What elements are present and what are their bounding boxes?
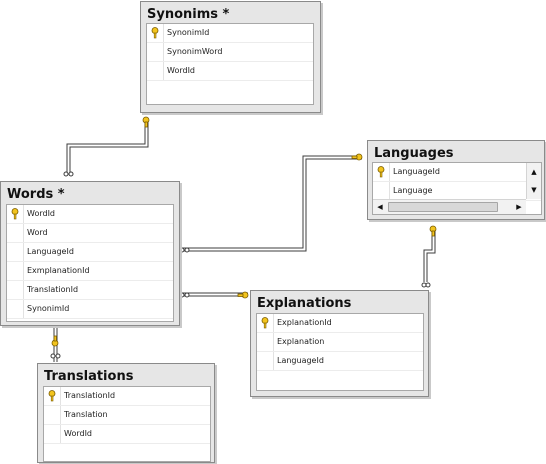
column-name: WordId: [167, 66, 195, 75]
scroll-thumb[interactable]: [388, 202, 498, 212]
column-name: WordId: [27, 209, 55, 218]
horizontal-scrollbar[interactable]: ◀ ▶: [373, 199, 526, 214]
column-name: TranslationId: [27, 285, 79, 294]
row-gutter: [147, 43, 164, 61]
column-name: LanguageId: [27, 247, 74, 256]
column-name: WordId: [64, 429, 92, 438]
table-translations[interactable]: Translations TranslationId Translation W…: [37, 363, 215, 463]
column-row[interactable]: SynonimWord: [147, 43, 313, 62]
row-gutter: [7, 243, 24, 261]
primary-key-icon: [261, 317, 269, 329]
column-row[interactable]: Explanation: [257, 333, 423, 352]
table-title[interactable]: Explanations: [257, 296, 352, 311]
row-gutter: [373, 163, 390, 181]
column-grid: SynonimId SynonimWord WordId: [146, 23, 314, 105]
column-row[interactable]: SynonimId: [147, 24, 313, 43]
row-gutter: [7, 300, 24, 318]
row-gutter: [7, 281, 24, 299]
row-gutter: [44, 387, 61, 405]
row-gutter: [147, 24, 164, 42]
scroll-down-button[interactable]: ▼: [531, 186, 537, 194]
column-row[interactable]: TranslationId: [44, 387, 210, 406]
column-name: Explanation: [277, 337, 325, 346]
table-synonims[interactable]: Synonims * SynonimId SynonimWord WordId: [140, 1, 321, 113]
column-name: ExplanationId: [277, 318, 332, 327]
column-name: LanguageId: [277, 356, 324, 365]
scroll-left-button[interactable]: ◀: [377, 203, 383, 211]
column-row[interactable]: SynonimId: [7, 300, 173, 319]
row-gutter: [147, 62, 164, 80]
vertical-scrollbar[interactable]: ▲ ▼: [526, 163, 541, 199]
column-name: LanguageId: [393, 167, 440, 176]
table-words[interactable]: Words * WordId Word LanguageId Exmplanat…: [0, 181, 180, 326]
column-row[interactable]: WordId: [7, 205, 173, 224]
scroll-right-button[interactable]: ▶: [516, 203, 522, 211]
row-gutter: [257, 333, 274, 351]
row-gutter: [7, 262, 24, 280]
column-name: SynonimWord: [167, 47, 223, 56]
table-explanations[interactable]: Explanations ExplanationId Explanation L…: [250, 290, 429, 397]
column-name: SynonimId: [27, 304, 70, 313]
column-grid: WordId Word LanguageId ExmplanationId Tr…: [6, 204, 174, 322]
row-gutter: [373, 182, 390, 200]
column-row[interactable]: TranslationId: [7, 281, 173, 300]
column-row[interactable]: Word: [7, 224, 173, 243]
primary-key-icon: [11, 208, 19, 220]
column-row[interactable]: WordId: [147, 62, 313, 81]
column-row[interactable]: Translation: [44, 406, 210, 425]
column-name: TranslationId: [64, 391, 116, 400]
column-name: ExmplanationId: [27, 266, 90, 275]
relationship-words-synonims: [66, 118, 146, 172]
scroll-up-button[interactable]: ▲: [531, 168, 537, 176]
row-gutter: [7, 224, 24, 242]
row-gutter: [257, 352, 274, 370]
column-row[interactable]: ExplanationId: [257, 314, 423, 333]
column-row[interactable]: LanguageId: [373, 163, 541, 182]
column-grid: TranslationId Translation WordId: [43, 386, 211, 462]
primary-key-icon: [377, 166, 385, 178]
table-languages[interactable]: Languages LanguageId Language ▲ ▼ ◀ ▶: [367, 140, 545, 220]
column-name: SynonimId: [167, 28, 210, 37]
relationship-explanations-languages: [423, 227, 433, 282]
row-gutter: [7, 205, 24, 223]
row-gutter: [44, 406, 61, 424]
table-title[interactable]: Words *: [7, 187, 65, 202]
column-row[interactable]: ExmplanationId: [7, 262, 173, 281]
column-name: Translation: [64, 410, 108, 419]
row-gutter: [44, 425, 61, 443]
table-title[interactable]: Translations: [44, 369, 134, 384]
column-row[interactable]: LanguageId: [257, 352, 423, 371]
column-name: Language: [393, 186, 433, 195]
column-grid: LanguageId Language ▲ ▼ ◀ ▶: [372, 162, 542, 215]
column-grid: ExplanationId Explanation LanguageId: [256, 313, 424, 391]
column-row[interactable]: WordId: [44, 425, 210, 444]
primary-key-icon: [48, 390, 56, 402]
relationship-words-languages: [180, 155, 362, 249]
column-name: Word: [27, 228, 48, 237]
column-row[interactable]: LanguageId: [7, 243, 173, 262]
table-title[interactable]: Languages: [374, 146, 454, 161]
table-title[interactable]: Synonims *: [147, 7, 230, 22]
primary-key-icon: [151, 27, 159, 39]
row-gutter: [257, 314, 274, 332]
